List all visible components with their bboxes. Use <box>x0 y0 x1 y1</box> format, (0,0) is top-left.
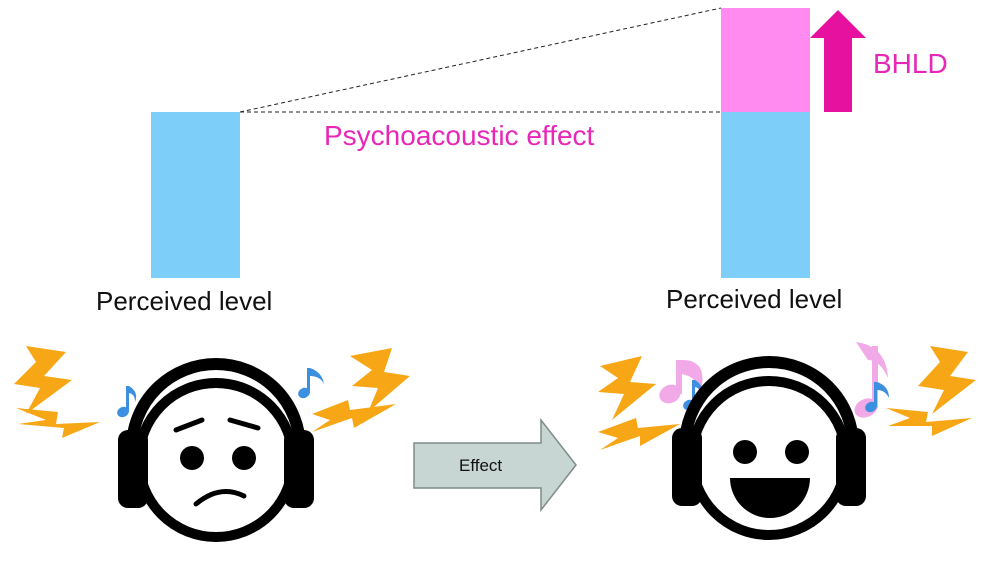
lightning-bolt-icon <box>14 346 100 438</box>
dashed-line-upper <box>239 7 722 113</box>
worried-face-with-headphones-icon <box>118 358 314 542</box>
smiling-face-with-headphones-icon <box>672 356 866 540</box>
bhld-bar <box>721 8 810 112</box>
lightning-bolt-icon <box>312 348 410 432</box>
baseline-bar-right <box>721 112 810 278</box>
right-arrow-icon <box>413 417 577 513</box>
psychoacoustic-effect-label: Psychoacoustic effect <box>324 120 595 151</box>
music-note-icon <box>659 360 703 404</box>
bhld-label: BHLD <box>873 48 948 79</box>
lightning-bolt-icon <box>598 356 680 450</box>
music-note-icon <box>117 386 137 418</box>
up-arrow-icon <box>810 10 866 112</box>
perceived-level-label-left: Perceived level <box>96 286 273 316</box>
music-note-icon <box>865 382 889 413</box>
baseline-bar-left <box>151 112 240 278</box>
effect-arrow-label: Effect <box>459 456 503 475</box>
music-note-icon <box>298 368 324 399</box>
lightning-bolt-icon <box>886 346 976 436</box>
perceived-level-label-right: Perceived level <box>666 284 843 314</box>
